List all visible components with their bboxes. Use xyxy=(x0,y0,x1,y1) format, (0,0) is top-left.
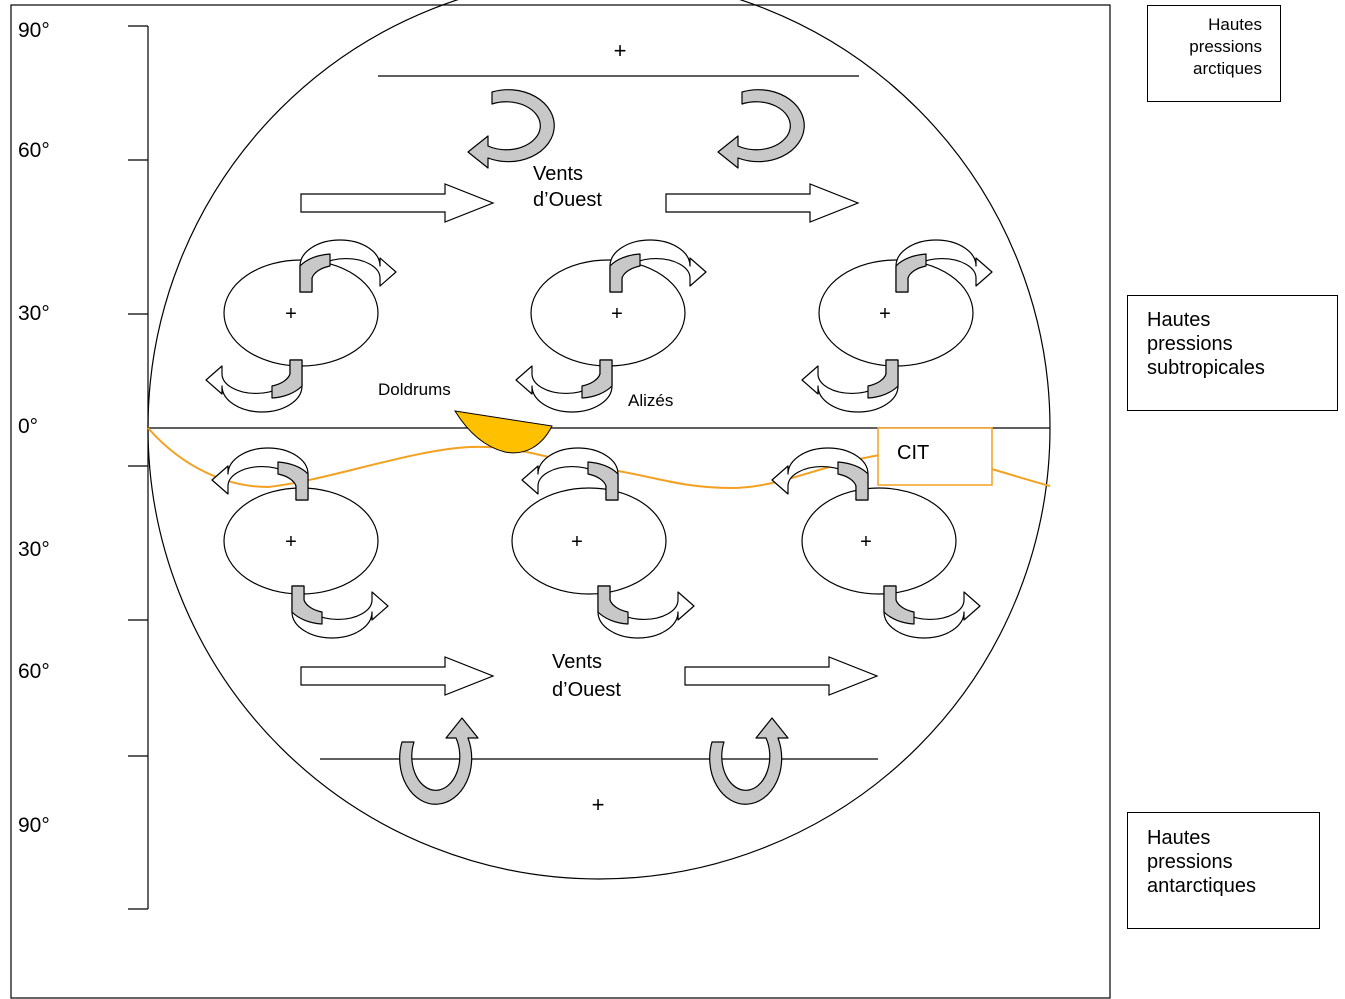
legend-arctic-line2: pressions xyxy=(1189,37,1262,56)
westerly-arrow-nw xyxy=(300,183,495,223)
westerlies-south-line1: Vents xyxy=(552,651,602,673)
legend-antarctic-line2: pressions xyxy=(1147,851,1233,873)
doldrums-label: Doldrums xyxy=(378,380,451,399)
polar-curl-arrow-sw xyxy=(399,717,479,805)
legend-arctic-line3: arctiques xyxy=(1193,59,1262,78)
lower-curl-arrow xyxy=(515,359,613,413)
latitude-scale xyxy=(128,25,149,910)
legend-subtropical-high: Hautes pressions subtropicales xyxy=(1127,295,1338,411)
westerly-arrow-sw xyxy=(300,656,495,696)
north-pole-high: + xyxy=(614,38,627,63)
lower-curl-arrow xyxy=(205,359,303,413)
label-90-south: 90° xyxy=(18,814,50,837)
polar-curl-arrow-nw xyxy=(467,89,555,169)
cit-box xyxy=(877,427,993,486)
anticyclone-south-3: + xyxy=(771,447,981,639)
anticyclone-south-2: + xyxy=(511,447,695,639)
legend-arctic-high: Hautes pressions arctiques xyxy=(1147,5,1281,102)
label-60-north: 60° xyxy=(18,139,50,162)
trade-winds-label: Alizés xyxy=(628,391,673,410)
south-pole-high: + xyxy=(592,792,605,817)
westerlies-south-line2: d’Ouest xyxy=(552,679,621,701)
lower-curl-arrow xyxy=(883,585,981,639)
outer-frame xyxy=(10,4,1111,999)
anticyclone-plus: + xyxy=(860,531,872,553)
anticyclone-plus: + xyxy=(571,531,583,553)
anticyclone-plus: + xyxy=(285,303,297,325)
lower-curl-arrow xyxy=(801,359,899,413)
legend-subtropical-line3: subtropicales xyxy=(1147,357,1265,379)
lower-curl-arrow xyxy=(597,585,695,639)
label-30-south: 30° xyxy=(18,538,50,561)
sun-symbol xyxy=(454,410,553,454)
label-60-south: 60° xyxy=(18,660,50,683)
westerly-arrow-ne xyxy=(665,183,860,223)
anticyclone-plus: + xyxy=(879,303,891,325)
legend-antarctic-line3: antarctiques xyxy=(1147,875,1256,897)
polar-curl-arrow-se xyxy=(709,717,789,805)
legend-subtropical-line1: Hautes xyxy=(1147,309,1211,331)
legend-antarctic-line1: Hautes xyxy=(1147,827,1211,849)
anticyclone-plus: + xyxy=(285,531,297,553)
westerlies-north-line2: d’Ouest xyxy=(533,189,602,211)
anticyclone-south-1: + xyxy=(211,447,389,639)
westerly-arrow-se xyxy=(684,656,879,696)
legend-arctic-line1: Hautes xyxy=(1208,15,1262,34)
westerlies-north-line1: Vents xyxy=(533,163,583,185)
legend-subtropical-line2: pressions xyxy=(1147,333,1233,355)
anticyclone-north-3: + xyxy=(801,239,993,413)
label-30-north: 30° xyxy=(18,302,50,325)
label-90-north: 90° xyxy=(18,19,50,42)
anticyclone-north-2: + xyxy=(515,239,707,413)
anticyclone-north-1: + xyxy=(205,239,397,413)
legend-antarctic-high: Hautes pressions antarctiques xyxy=(1127,812,1320,929)
polar-curl-arrow-ne xyxy=(717,89,805,169)
label-equator: 0° xyxy=(18,415,38,438)
anticyclone-plus: + xyxy=(611,303,623,325)
cit-label: CIT xyxy=(897,442,929,464)
